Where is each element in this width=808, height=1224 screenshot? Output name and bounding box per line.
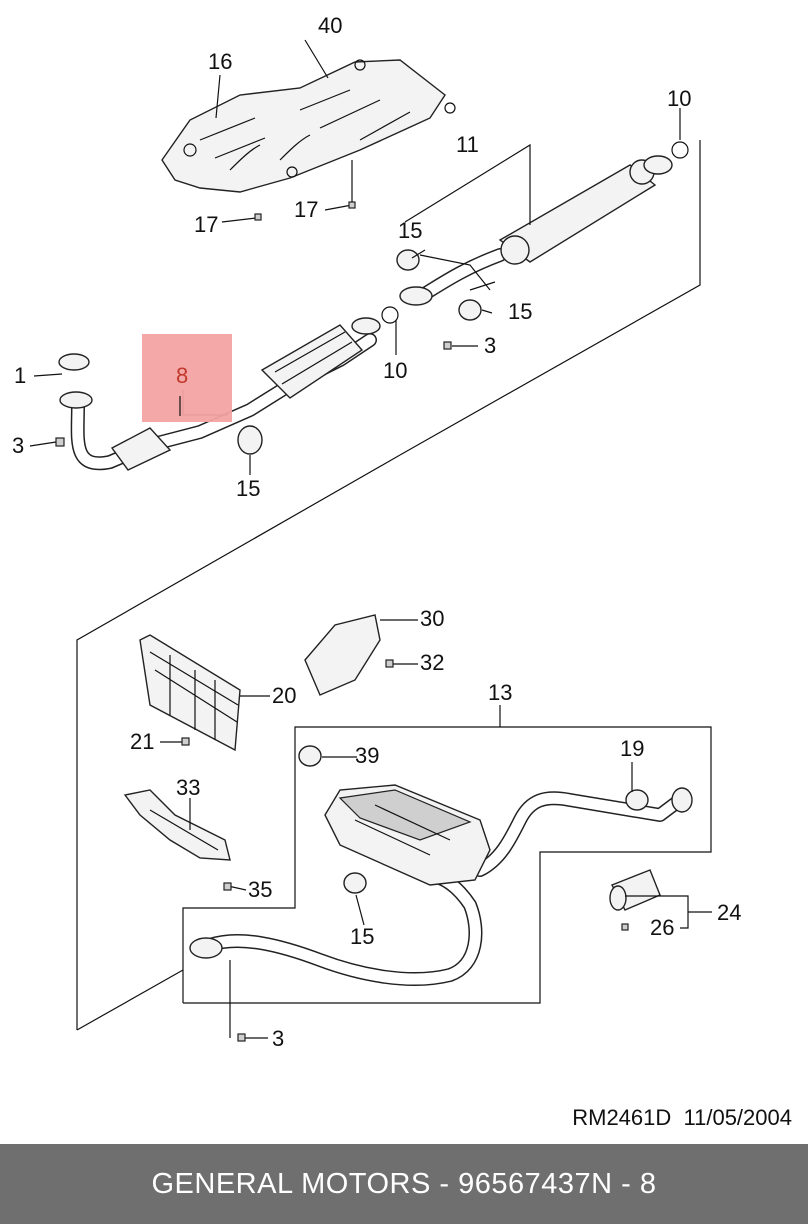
center-pipe-muffler bbox=[381, 141, 689, 324]
callout-15-left: 15 bbox=[236, 476, 260, 501]
callout-30: 30 bbox=[420, 606, 444, 631]
callout-40: 40 bbox=[318, 13, 342, 38]
callout-39: 39 bbox=[355, 743, 379, 768]
callout-26: 26 bbox=[650, 915, 674, 940]
callout-labels: 40 16 10 11 17 17 15 15 3 10 8 1 3 15 30… bbox=[12, 13, 741, 1051]
callout-24: 24 bbox=[717, 900, 741, 925]
fasteners bbox=[181, 201, 629, 1042]
footer-bar: GENERAL MOTORS - 96567437 N - 8 bbox=[0, 1144, 808, 1224]
footer-maker: GENERAL MOTORS bbox=[151, 1167, 431, 1200]
revision-code: RM2461D bbox=[572, 1105, 672, 1130]
section-frames bbox=[76, 140, 712, 1031]
callout-32: 32 bbox=[420, 650, 444, 675]
callout-17-left: 17 bbox=[194, 212, 218, 237]
footer-part-number: 96567437 bbox=[458, 1167, 592, 1200]
callout-21: 21 bbox=[130, 729, 154, 754]
callout-10-mid: 10 bbox=[383, 358, 407, 383]
leader-lines bbox=[29, 39, 712, 1039]
revision-date: 11/05/2004 bbox=[683, 1105, 792, 1130]
heat-shield-upper bbox=[161, 59, 456, 193]
rear-muffler-assembly bbox=[189, 745, 693, 986]
callout-10-top: 10 bbox=[667, 86, 691, 111]
footer-ref: N - 8 bbox=[591, 1167, 657, 1200]
callout-15-lower: 15 bbox=[350, 924, 374, 949]
front-pipe-assembly bbox=[55, 317, 381, 471]
callout-3-left: 3 bbox=[12, 433, 24, 458]
callout-35: 35 bbox=[248, 877, 272, 902]
callout-3-lower: 3 bbox=[272, 1026, 284, 1051]
callout-16: 16 bbox=[208, 49, 232, 74]
callout-15-top: 15 bbox=[398, 218, 422, 243]
callout-17-right: 17 bbox=[294, 197, 318, 222]
callout-3-right: 3 bbox=[484, 333, 496, 358]
callout-11: 11 bbox=[456, 132, 479, 157]
callout-1: 1 bbox=[14, 363, 26, 388]
callout-15-right: 15 bbox=[508, 299, 532, 324]
revision-stamp: RM2461D 11/05/2004 bbox=[572, 1105, 792, 1131]
callout-19: 19 bbox=[620, 736, 644, 761]
lower-heat-shields bbox=[123, 614, 381, 861]
callout-20: 20 bbox=[272, 683, 296, 708]
callout-8: 8 bbox=[176, 363, 188, 388]
highlight-box bbox=[142, 334, 232, 422]
callout-33: 33 bbox=[176, 775, 200, 800]
callout-13: 13 bbox=[488, 680, 512, 705]
exhaust-system-diagram: 40 16 10 11 17 17 15 15 3 10 8 1 3 15 30… bbox=[12, 13, 741, 1051]
